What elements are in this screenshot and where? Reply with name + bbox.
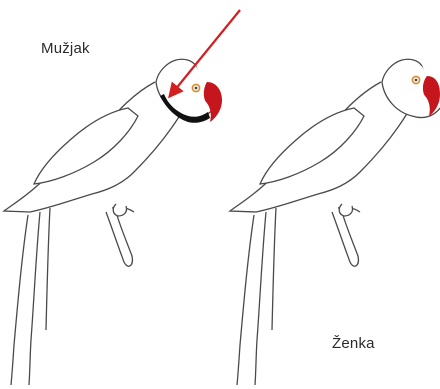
pointer-arrow: [170, 10, 240, 96]
male-label: Mužjak: [41, 40, 90, 57]
male-parrot-figure: [4, 59, 222, 385]
female-label: Ženka: [332, 335, 375, 352]
